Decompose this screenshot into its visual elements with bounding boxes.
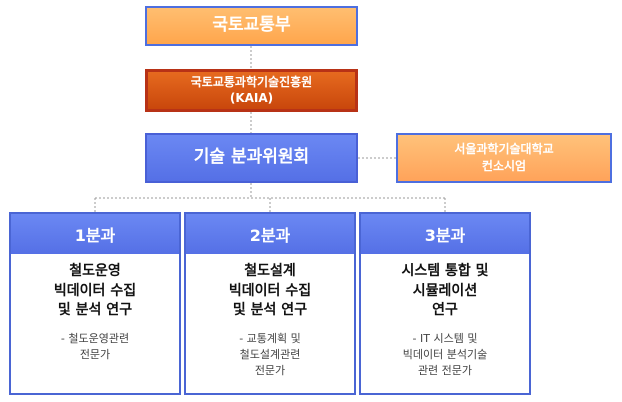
division-2-desc-line: - 교통계획 및 xyxy=(239,331,301,345)
node-kaia: 국토교통과학기술진흥원 (KAIA) xyxy=(145,69,358,112)
division-2-desc-line: 전문가 xyxy=(254,363,286,377)
division-1-desc-line: - 철도운영관련 xyxy=(60,331,130,345)
division-3-title-line: 시스템 통합 및 xyxy=(401,263,489,279)
kaia-label-line2: (KAIA) xyxy=(229,90,274,105)
division-2-title-line: 철도설계 xyxy=(244,263,296,279)
division-3-title-line: 시뮬레이션 xyxy=(412,282,478,299)
committee-label: 기술 분과위원회 xyxy=(193,147,310,168)
division-3-title-line: 연구 xyxy=(432,302,458,319)
division-3: 3분과 시스템 통합 및 시뮬레이션 연구 - IT 시스템 및 빅데이터 분석… xyxy=(359,212,531,395)
division-3-desc-line: 관련 전문가 xyxy=(417,363,473,377)
division-3-desc-line: 빅데이터 분석기술 xyxy=(402,347,488,361)
division-1-header: 1분과 xyxy=(11,214,179,254)
division-2-desc-line: 철도설계관련 xyxy=(239,347,301,361)
division-2-title: 철도설계 빅데이터 수집 및 분석 연구 xyxy=(229,262,311,321)
division-1-title-line: 철도운영 xyxy=(69,263,121,279)
division-3-header: 3분과 xyxy=(361,214,529,254)
node-ministry: 국토교통부 xyxy=(145,6,358,46)
division-2-title-line: 빅데이터 수집 xyxy=(228,282,312,299)
division-2-title-line: 및 분석 연구 xyxy=(232,302,308,319)
division-2: 2분과 철도설계 빅데이터 수집 및 분석 연구 - 교통계획 및 철도설계관련… xyxy=(184,212,356,395)
division-1-desc: - 철도운영관련 전문가 xyxy=(61,331,129,363)
division-3-body: 시스템 통합 및 시뮬레이션 연구 - IT 시스템 및 빅데이터 분석기술 관… xyxy=(361,254,529,393)
division-3-desc-line: - IT 시스템 및 xyxy=(412,331,478,345)
consortium-label-line2: 컨소시엄 xyxy=(481,159,527,173)
consortium-label-line1: 서울과학기술대학교 xyxy=(454,142,554,157)
division-3-desc: - IT 시스템 및 빅데이터 분석기술 관련 전문가 xyxy=(403,331,487,379)
division-1: 1분과 철도운영 빅데이터 수집 및 분석 연구 - 철도운영관련 전문가 xyxy=(9,212,181,395)
division-2-desc: - 교통계획 및 철도설계관련 전문가 xyxy=(239,331,301,379)
division-2-header: 2분과 xyxy=(186,214,354,254)
division-1-title-line: 빅데이터 수집 xyxy=(53,282,137,299)
division-1-title-line: 및 분석 연구 xyxy=(57,302,133,319)
division-1-title: 철도운영 빅데이터 수집 및 분석 연구 xyxy=(54,262,136,321)
node-consortium: 서울과학기술대학교 컨소시엄 xyxy=(396,133,612,183)
division-2-body: 철도설계 빅데이터 수집 및 분석 연구 - 교통계획 및 철도설계관련 전문가 xyxy=(186,254,354,393)
division-3-title: 시스템 통합 및 시뮬레이션 연구 xyxy=(401,262,488,321)
division-1-body: 철도운영 빅데이터 수집 및 분석 연구 - 철도운영관련 전문가 xyxy=(11,254,179,393)
ministry-label: 국토교통부 xyxy=(212,15,291,36)
kaia-label-line1: 국토교통과학기술진흥원 xyxy=(190,74,313,89)
node-committee: 기술 분과위원회 xyxy=(145,133,358,183)
division-1-desc-line: 전문가 xyxy=(79,347,111,361)
